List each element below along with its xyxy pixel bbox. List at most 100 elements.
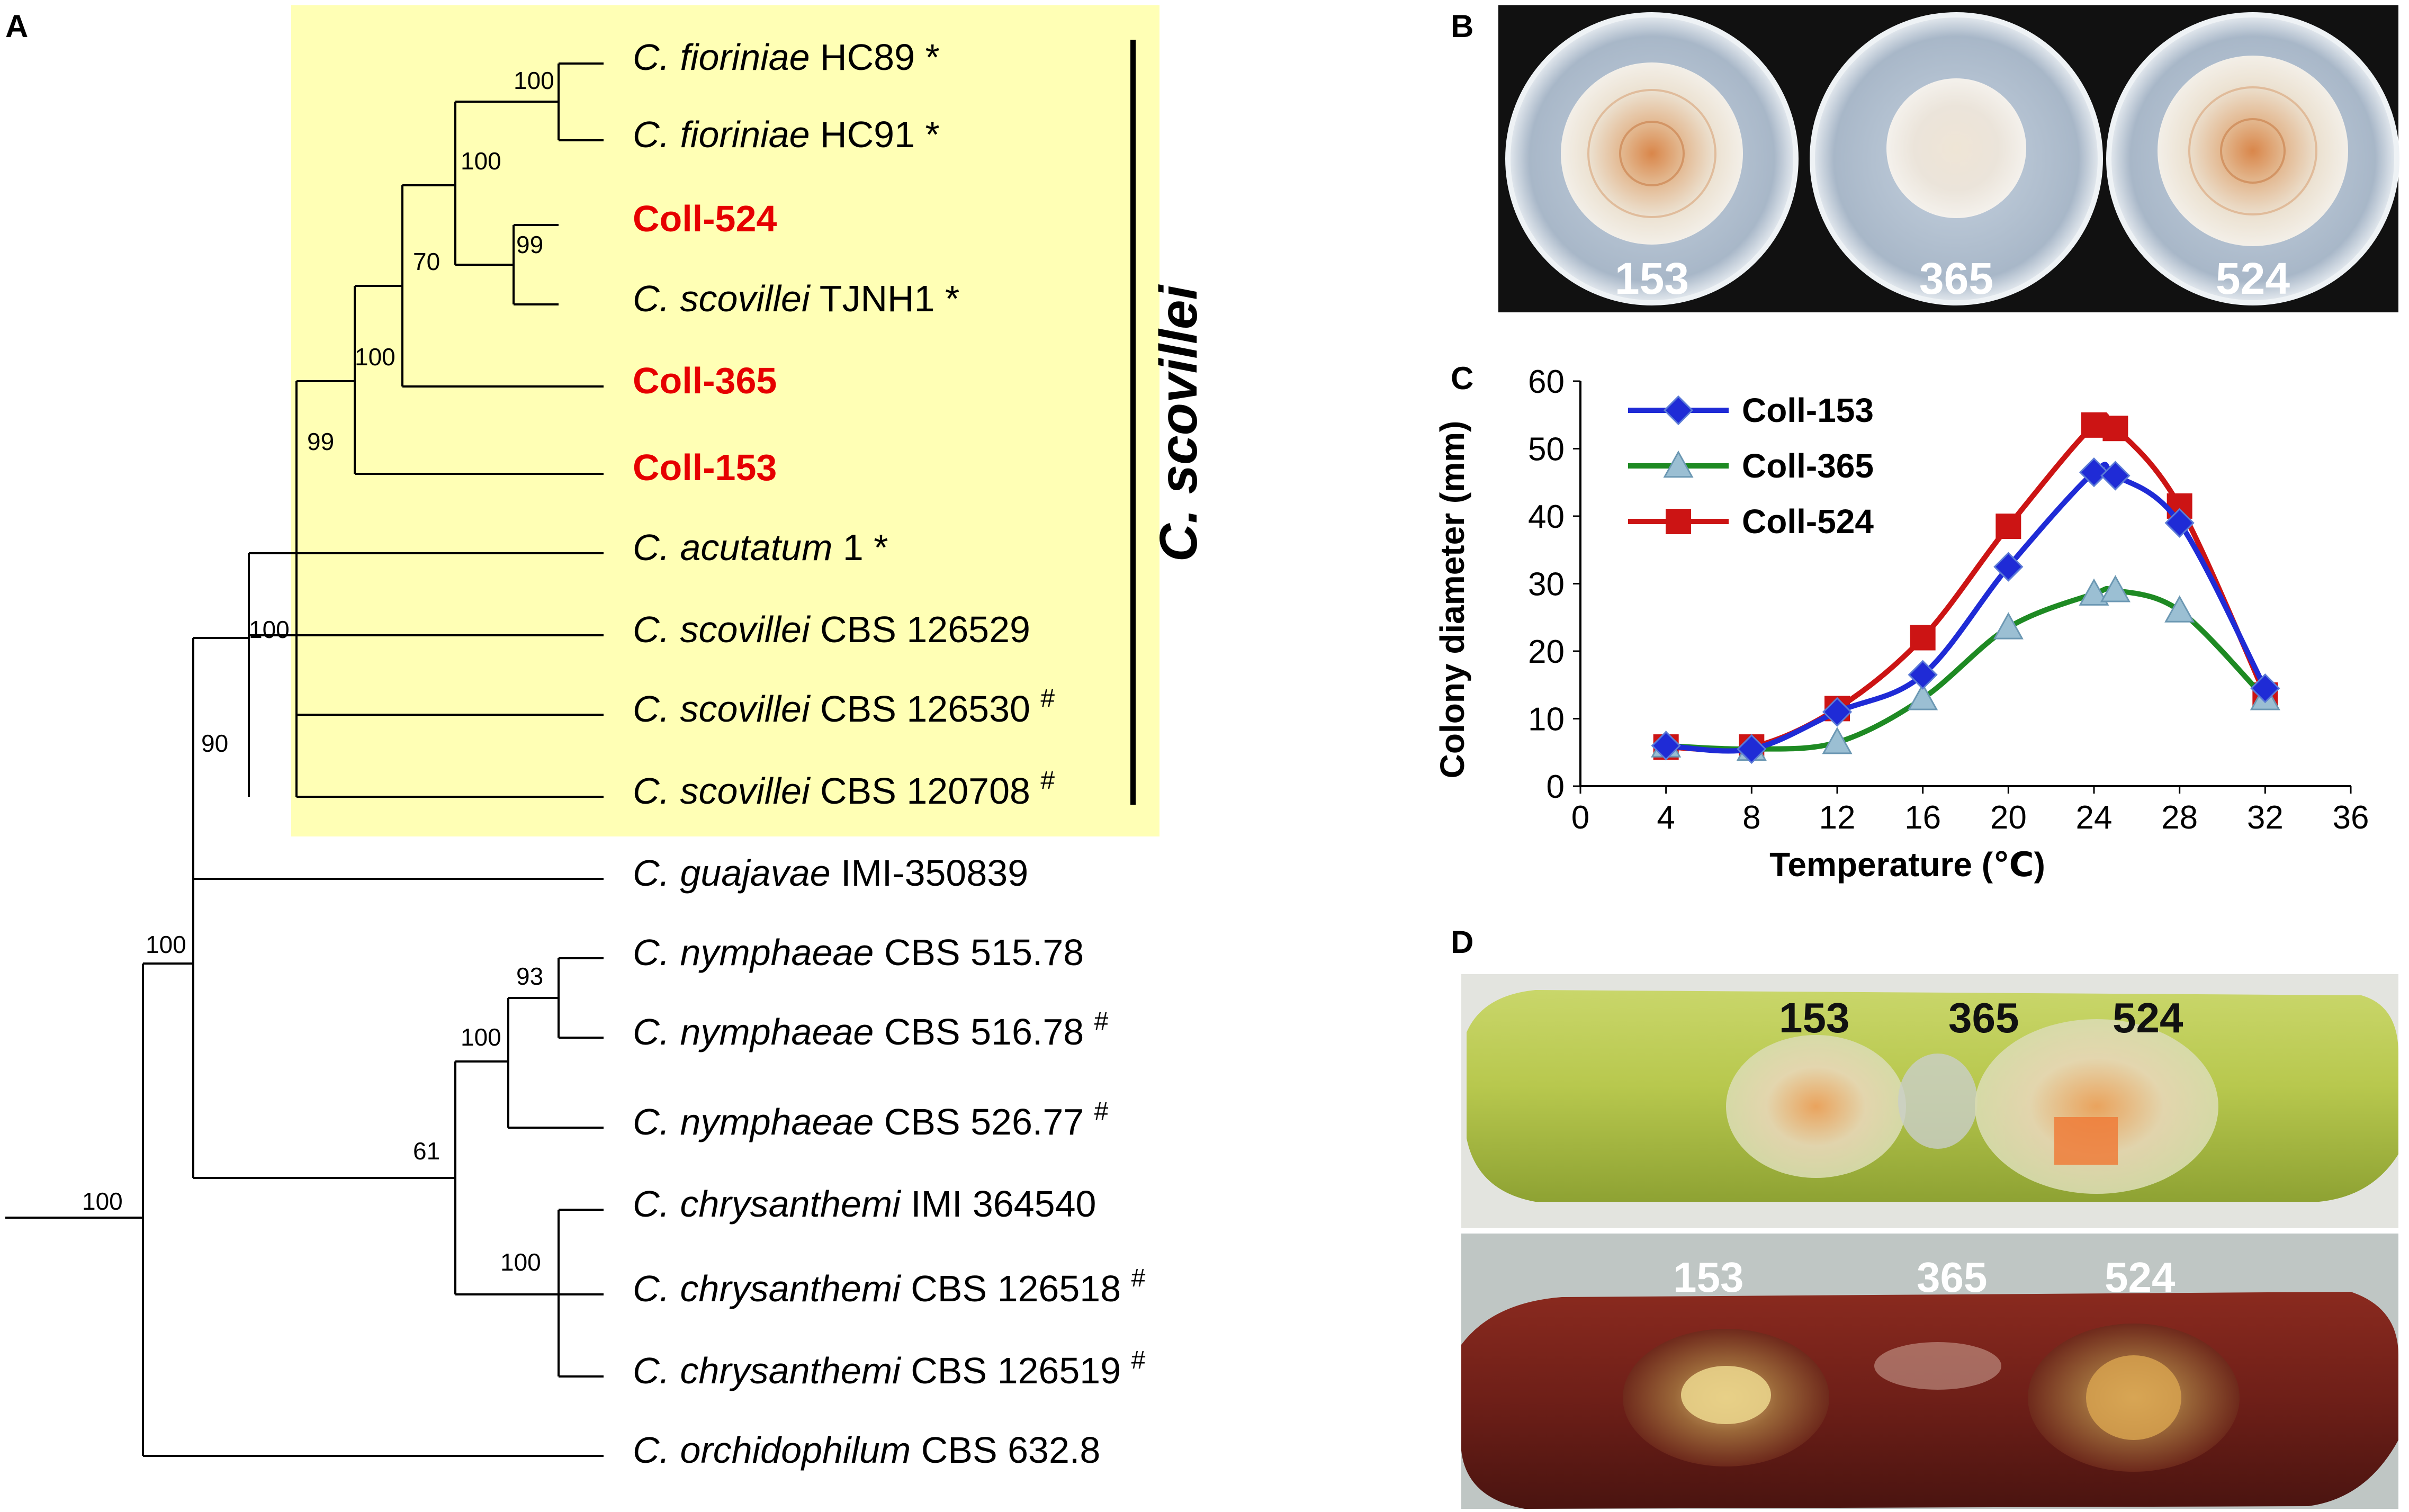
tip-label-highlight: Coll-524 (633, 198, 777, 239)
support-values: 100 100 99 70 100 99 100 90 100 93 100 6… (82, 67, 554, 1276)
growth-chart: 0 4 8 12 16 20 24 28 32 36 0 10 20 30 40 50 60Temperatur… (1433, 364, 2369, 884)
plate-524: 524 (2106, 12, 2399, 305)
data-point (1908, 683, 1938, 710)
legend-label: Coll-153 (1742, 391, 1874, 429)
support-value: 100 (461, 1023, 501, 1051)
pepper-label: 365 (1917, 1254, 1987, 1301)
x-tick-label: 32 (2247, 799, 2284, 836)
data-point (1651, 731, 1681, 761)
data-point (2079, 457, 2109, 488)
data-point (2100, 461, 2131, 491)
support-value: 100 (500, 1248, 541, 1276)
tree-branches (5, 62, 604, 1457)
data-point (2081, 412, 2107, 438)
pepper-label: 153 (1673, 1254, 1743, 1301)
pepper-label: 153 (1779, 994, 1849, 1041)
x-tick-label: 28 (2161, 799, 2198, 836)
x-tick-label: 16 (1904, 799, 1941, 836)
tip-label: C. scovillei CBS 126530 # (633, 685, 1055, 730)
data-point (1908, 660, 1938, 690)
data-point (1910, 625, 1936, 651)
support-value: 99 (516, 231, 543, 258)
pepper-label: 365 (1948, 994, 2019, 1041)
y-tick-label: 0 (1547, 769, 1565, 805)
tip-labels: C. fioriniae HC89 * C. fioriniae HC91 * … (633, 37, 1146, 1471)
support-value: 100 (82, 1187, 123, 1215)
tip-label: C. nymphaeae CBS 526.77 # (633, 1097, 1109, 1142)
x-tick-label: 20 (1990, 799, 2027, 836)
support-value: 99 (307, 428, 334, 455)
support-value: 100 (514, 67, 554, 94)
green-pepper-photo: 153 365 524 (1461, 974, 2398, 1228)
support-value: 100 (461, 147, 501, 175)
tip-label: C. fioriniae HC91 * (633, 114, 940, 155)
support-value: 93 (516, 962, 543, 990)
plate-153: 153 (1505, 12, 1799, 305)
pepper-label: 524 (2105, 1254, 2176, 1301)
y-tick-label: 20 (1528, 634, 1565, 670)
data-point (1993, 612, 2024, 640)
data-point (2164, 508, 2195, 538)
legend-label: Coll-365 (1742, 447, 1874, 485)
panel-a: A C. scovillei (5, 5, 1208, 1471)
clade-highlight-box (291, 5, 1159, 836)
plate-label: 153 (1615, 254, 1689, 303)
tip-label: C. nymphaeae CBS 516.78 # (633, 1007, 1109, 1052)
support-value: 70 (413, 248, 440, 275)
panel-c: C 0 4 8 12 16 20 24 28 32 36 0 10 20 30 40 50 60Temperat… (1433, 361, 2369, 884)
legend-marker (1663, 450, 1694, 478)
y-tick-label: 60 (1528, 364, 1565, 400)
tip-label: C. orchidophilum CBS 632.8 (633, 1429, 1100, 1471)
tip-label: C. nymphaeae CBS 515.78 (633, 932, 1084, 973)
support-value: 100 (249, 616, 290, 643)
tip-label: C. chrysanthemi IMI 364540 (633, 1183, 1096, 1225)
x-tick-label: 24 (2076, 799, 2113, 836)
y-tick-label: 30 (1528, 566, 1565, 603)
y-tick-label: 50 (1528, 431, 1565, 468)
data-point (2102, 416, 2128, 442)
tip-label-highlight: Coll-365 (633, 360, 777, 401)
support-value: 100 (146, 931, 186, 958)
plate-label: 365 (1919, 254, 1993, 303)
y-axis-title: Colony diameter (mm) (1433, 421, 1471, 779)
panel-c-label: C (1451, 361, 1473, 396)
data-point (1995, 514, 2021, 539)
x-tick-label: 36 (2333, 799, 2369, 836)
red-pepper-photo: 153 365 524 (1461, 1234, 2398, 1509)
panel-a-label: A (5, 8, 28, 44)
data-point (1822, 697, 1853, 727)
x-tick-label: 4 (1657, 799, 1675, 836)
pepper-label: 524 (2113, 994, 2183, 1041)
data-point (2079, 578, 2109, 606)
panel-d-label: D (1451, 924, 1473, 960)
y-tick-label: 10 (1528, 701, 1565, 738)
legend-marker (1666, 509, 1691, 534)
tip-label: C. guajavae IMI-350839 (633, 852, 1028, 894)
support-value: 100 (355, 343, 395, 371)
data-point (2250, 673, 2280, 704)
clade-label: C. scovillei (1149, 284, 1208, 562)
support-value: 61 (413, 1137, 440, 1165)
data-point (1822, 727, 1853, 754)
tip-label: C. chrysanthemi CBS 126519 # (633, 1346, 1146, 1391)
tip-label-highlight: Coll-153 (633, 447, 777, 488)
plate-label: 524 (2216, 254, 2290, 303)
x-tick-label: 0 (1571, 799, 1589, 836)
panel-b-label: B (1451, 8, 1473, 44)
data-point (1993, 552, 2024, 582)
x-axis-title: Temperature (℃) (1769, 845, 2045, 884)
x-tick-label: 8 (1742, 799, 1760, 836)
data-point (2164, 595, 2195, 623)
tip-label: C. scovillei CBS 126529 (633, 609, 1030, 650)
plate-365: 365 (1810, 12, 2103, 305)
data-point (1737, 734, 1767, 764)
tip-label: C. scovillei CBS 120708 # (633, 767, 1055, 812)
support-value: 90 (201, 730, 228, 757)
panel-d: D 153 365 524 153 365 524 (1451, 924, 2398, 1509)
tip-label: C. fioriniae HC89 * (633, 37, 940, 78)
legend-label: Coll-524 (1742, 502, 1874, 541)
panel-b: B 153 365 524 (1451, 5, 2399, 312)
y-tick-label: 40 (1528, 499, 1565, 535)
x-tick-label: 12 (1819, 799, 1856, 836)
